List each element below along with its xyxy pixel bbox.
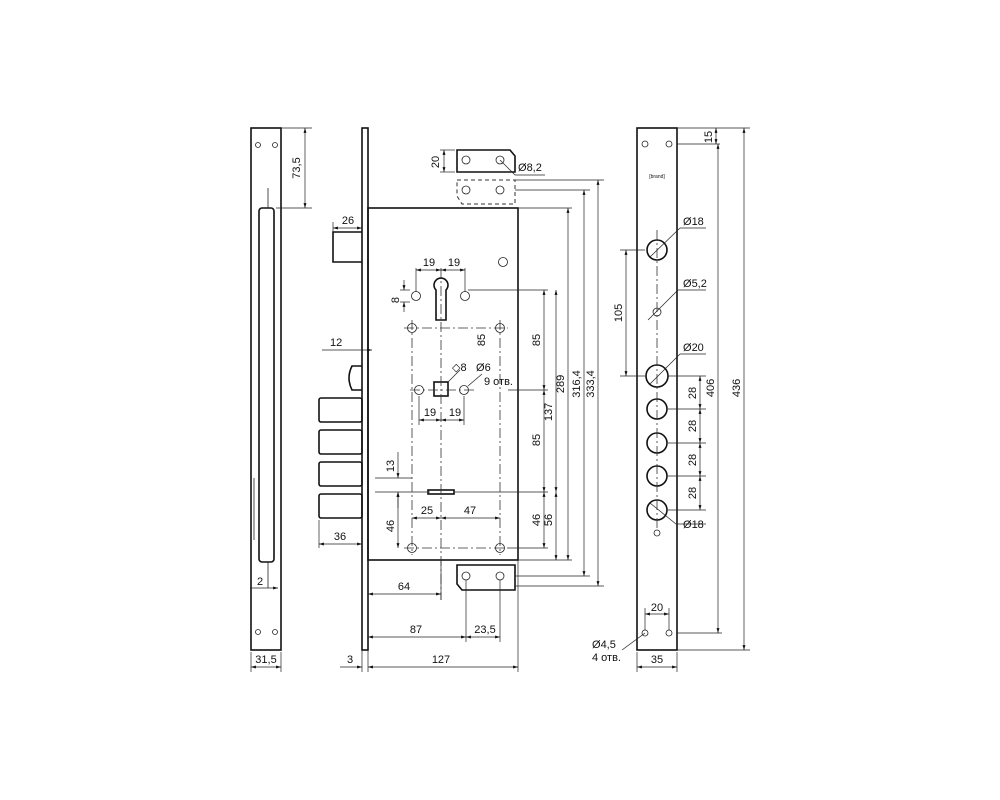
dim-case-19-d: 19 bbox=[449, 407, 461, 419]
dim-case-23-5: 23,5 bbox=[474, 624, 495, 636]
dim-case-8: 8 bbox=[390, 297, 402, 303]
brand-mark: [brand] bbox=[649, 174, 665, 180]
dim-case-316-4: 316,4 bbox=[571, 370, 583, 398]
dim-face-35: 35 bbox=[651, 654, 663, 666]
cylinder-cutout bbox=[433, 277, 449, 321]
label-face-4-holes: 4 отв. bbox=[592, 652, 621, 664]
dim-case-13: 13 bbox=[385, 460, 397, 472]
dim-case-20: 20 bbox=[430, 156, 442, 168]
dim-case-85-a: 85 bbox=[476, 334, 488, 346]
label-square-8: ◇8 bbox=[452, 362, 467, 374]
dim-case-127: 127 bbox=[432, 654, 450, 666]
dim-face-15: 15 bbox=[703, 131, 715, 143]
dim-case-85-c: 85 bbox=[531, 434, 543, 446]
side-faceplate bbox=[250, 127, 282, 651]
dim-case-137: 137 bbox=[543, 403, 555, 421]
night-latch bbox=[348, 365, 362, 391]
dim-side-2: 2 bbox=[257, 576, 263, 588]
faceplate-front bbox=[636, 127, 678, 651]
deadbolt-3 bbox=[318, 461, 363, 487]
dim-case-64: 64 bbox=[398, 581, 410, 593]
dim-case-47: 47 bbox=[464, 505, 476, 517]
label-face-dia-18-a: Ø18 bbox=[683, 216, 704, 228]
label-face-dia-20: Ø20 bbox=[683, 342, 704, 354]
dim-case-289: 289 bbox=[555, 375, 567, 393]
deadbolt-2 bbox=[318, 429, 363, 455]
top-bracket bbox=[456, 149, 516, 173]
dim-case-26: 26 bbox=[342, 215, 354, 227]
dim-case-46-right: 46 bbox=[531, 514, 543, 526]
deadbolt-1 bbox=[318, 397, 363, 423]
dim-face-406: 406 bbox=[705, 379, 717, 397]
dim-case-36: 36 bbox=[334, 531, 346, 543]
label-face-dia-5-2: Ø5,2 bbox=[683, 278, 707, 290]
bottom-bracket bbox=[456, 564, 516, 591]
dim-case-19-a: 19 bbox=[423, 257, 435, 269]
label-dia-6: Ø6 bbox=[476, 362, 491, 374]
faceplate-view: [brand] 15 Ø18 Ø5,2 105 Ø20 bbox=[592, 127, 750, 672]
dim-face-105: 105 bbox=[613, 304, 625, 322]
dim-case-87: 87 bbox=[410, 624, 422, 636]
dim-face-436: 436 bbox=[731, 379, 743, 397]
dim-face-28-b: 28 bbox=[687, 420, 699, 432]
dim-side-31-5: 31,5 bbox=[255, 654, 276, 666]
dim-case-333-4: 333,4 bbox=[585, 370, 597, 398]
deadbolt-4 bbox=[318, 493, 363, 519]
dim-face-28-a: 28 bbox=[687, 387, 699, 399]
label-9-holes: 9 отв. bbox=[484, 376, 513, 388]
label-face-dia-18-b: Ø18 bbox=[683, 519, 704, 531]
dim-face-28-c: 28 bbox=[687, 454, 699, 466]
case-faceplate-edge bbox=[361, 127, 369, 651]
latch-bolt bbox=[332, 231, 362, 263]
side-case-body bbox=[258, 207, 275, 563]
case-body bbox=[367, 207, 519, 561]
dim-case-85-b: 85 bbox=[531, 334, 543, 346]
dim-face-28-d: 28 bbox=[687, 487, 699, 499]
dim-case-25: 25 bbox=[421, 505, 433, 517]
dim-face-20-bottom: 20 bbox=[651, 602, 663, 614]
dim-case-46-left: 46 bbox=[385, 520, 397, 532]
label-face-dia-4-5: Ø4,5 bbox=[592, 639, 616, 651]
side-view: 73,5 2 31,5 bbox=[250, 127, 312, 672]
dim-case-19-b: 19 bbox=[448, 257, 460, 269]
label-dia-8-2: Ø8,2 bbox=[518, 162, 542, 174]
dim-case-19-c: 19 bbox=[424, 407, 436, 419]
dim-case-56: 56 bbox=[543, 514, 555, 526]
case-view: 26 12 36 13 46 64 87 23,5 3 127 bbox=[318, 127, 604, 672]
dim-side-73-5: 73,5 bbox=[291, 157, 303, 178]
dim-case-3: 3 bbox=[347, 654, 353, 666]
dim-case-12: 12 bbox=[330, 337, 342, 349]
